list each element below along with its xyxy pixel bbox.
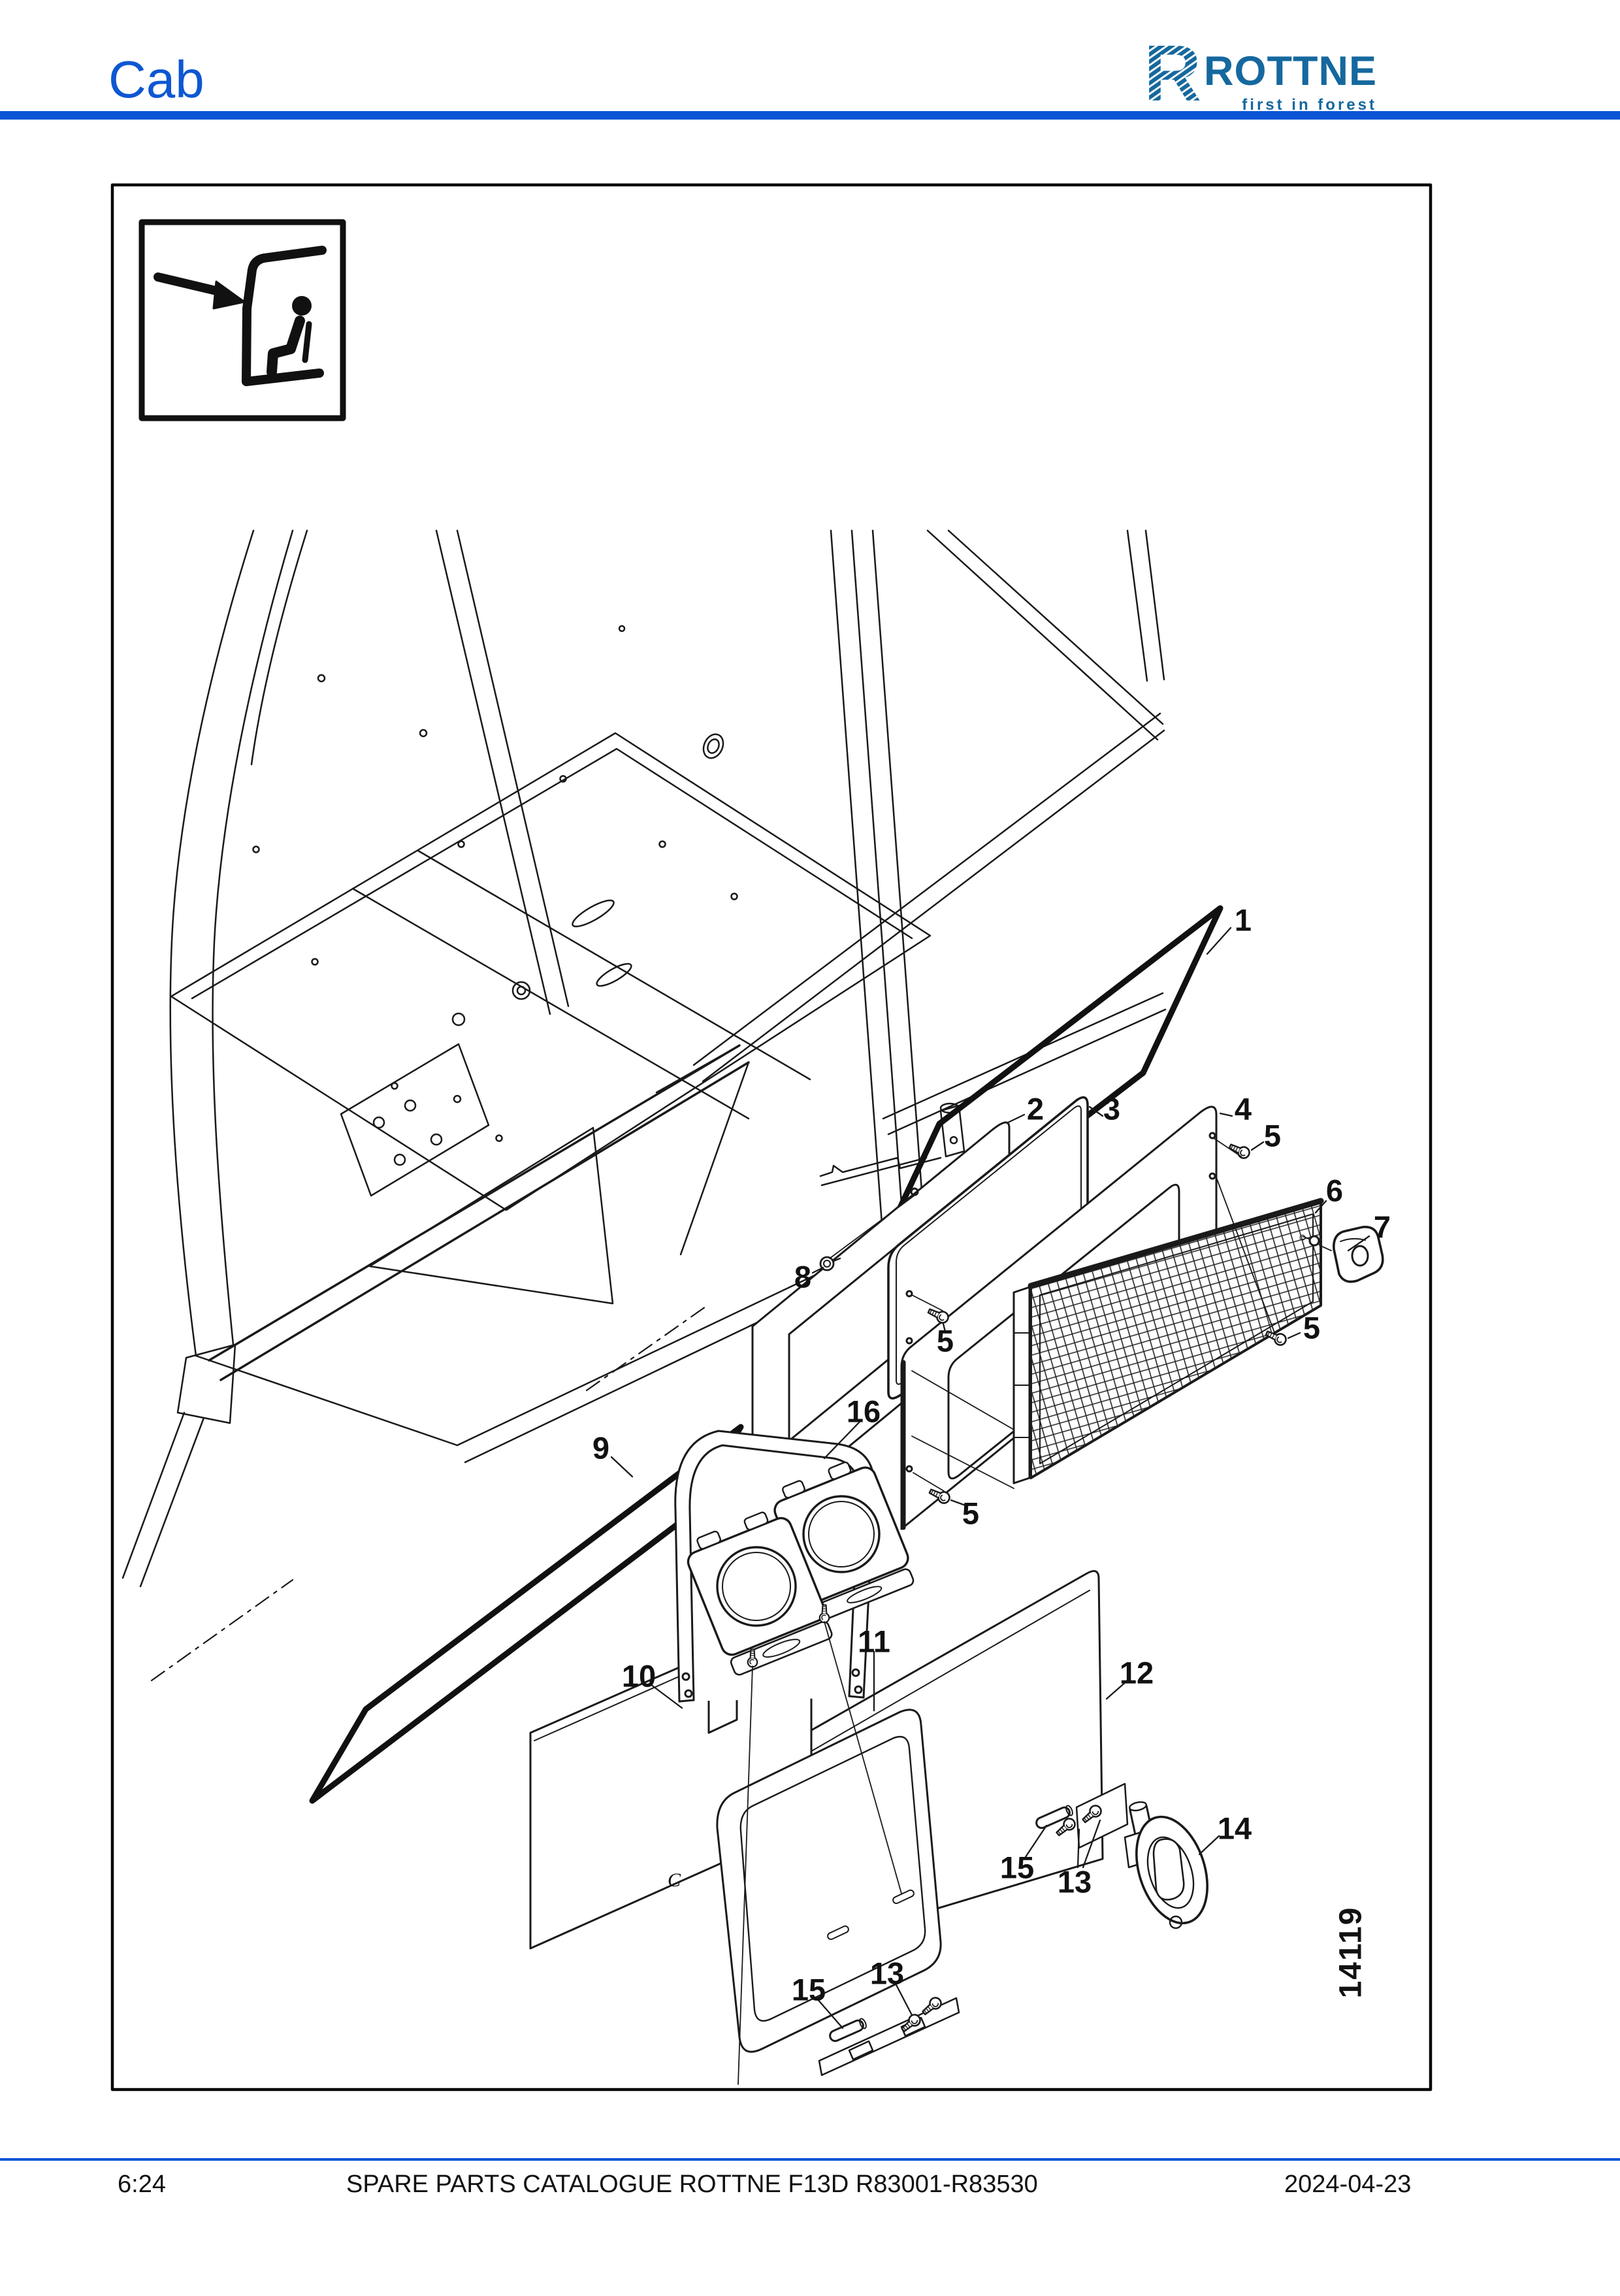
callout-C: C: [667, 1869, 681, 1891]
callout-8: 8: [794, 1259, 812, 1294]
part-7-knob: [1299, 1226, 1384, 1283]
footer-rule: [0, 2158, 1620, 2161]
assembly-guides: [737, 1138, 1332, 2085]
cab-wireframe: [122, 529, 1167, 1682]
callout-6: 6: [1325, 1173, 1344, 1208]
work-lamp-rear: [773, 1461, 915, 1621]
callout-13: 13: [869, 1956, 905, 1991]
part-8-nut: [819, 1256, 841, 1271]
footer-date: 2024-04-23: [1284, 2171, 1412, 2198]
callout-15: 15: [791, 1972, 826, 2007]
callout-5: 5: [1303, 1310, 1321, 1345]
rottne-logo-name: ROTTNE: [1204, 48, 1377, 94]
callout-16: 16: [846, 1394, 881, 1429]
part-6-grille: [1012, 1198, 1324, 1484]
callout-10: 10: [621, 1658, 656, 1694]
footer-catalogue-title: SPARE PARTS CATALOGUE ROTTNE F13D R83001…: [346, 2171, 1038, 2198]
seated-person-icon: [267, 296, 312, 377]
callout-14: 14: [1217, 1811, 1252, 1846]
door-outline-icon: [242, 246, 327, 386]
callout-11: 11: [858, 1624, 890, 1659]
floor-holes: [252, 625, 738, 1142]
part-15-pins: [829, 1805, 1073, 2042]
callout-1: 1: [1234, 902, 1252, 938]
svg-text:R: R: [1146, 33, 1201, 110]
rottne-logo-tagline: first in forest: [1242, 96, 1377, 114]
callout-2: 2: [1026, 1091, 1045, 1126]
callout-5: 5: [962, 1496, 980, 1531]
callout-9: 9: [592, 1430, 610, 1466]
part-14-handle: [1124, 1801, 1208, 1929]
callout-12: 12: [1119, 1655, 1154, 1690]
callout-7: 7: [1373, 1209, 1391, 1245]
callout-5: 5: [1263, 1118, 1282, 1153]
cab-entry-pictogram: [138, 219, 346, 421]
rottne-logo-mark-icon: R: [1146, 33, 1201, 110]
header-rule: [0, 111, 1620, 120]
drawing-number: 14119: [1333, 1906, 1369, 1999]
callout-15: 15: [999, 1850, 1035, 1885]
callout-3: 3: [1103, 1091, 1121, 1126]
callout-leaders: [610, 927, 1370, 2029]
page-title: Cab: [108, 50, 204, 108]
arrow-head-icon: [212, 280, 246, 310]
callout-5: 5: [936, 1323, 954, 1358]
callout-13: 13: [1057, 1864, 1092, 1899]
footer-page-ref: 6:24: [118, 2171, 166, 2198]
callout-4: 4: [1234, 1091, 1252, 1126]
arrow-icon: [154, 272, 223, 296]
rottne-logo: R ROTTNE first in forest: [1146, 33, 1377, 114]
figure-border: [110, 183, 1433, 2091]
part-11-bracket-tray: [716, 1709, 942, 2053]
